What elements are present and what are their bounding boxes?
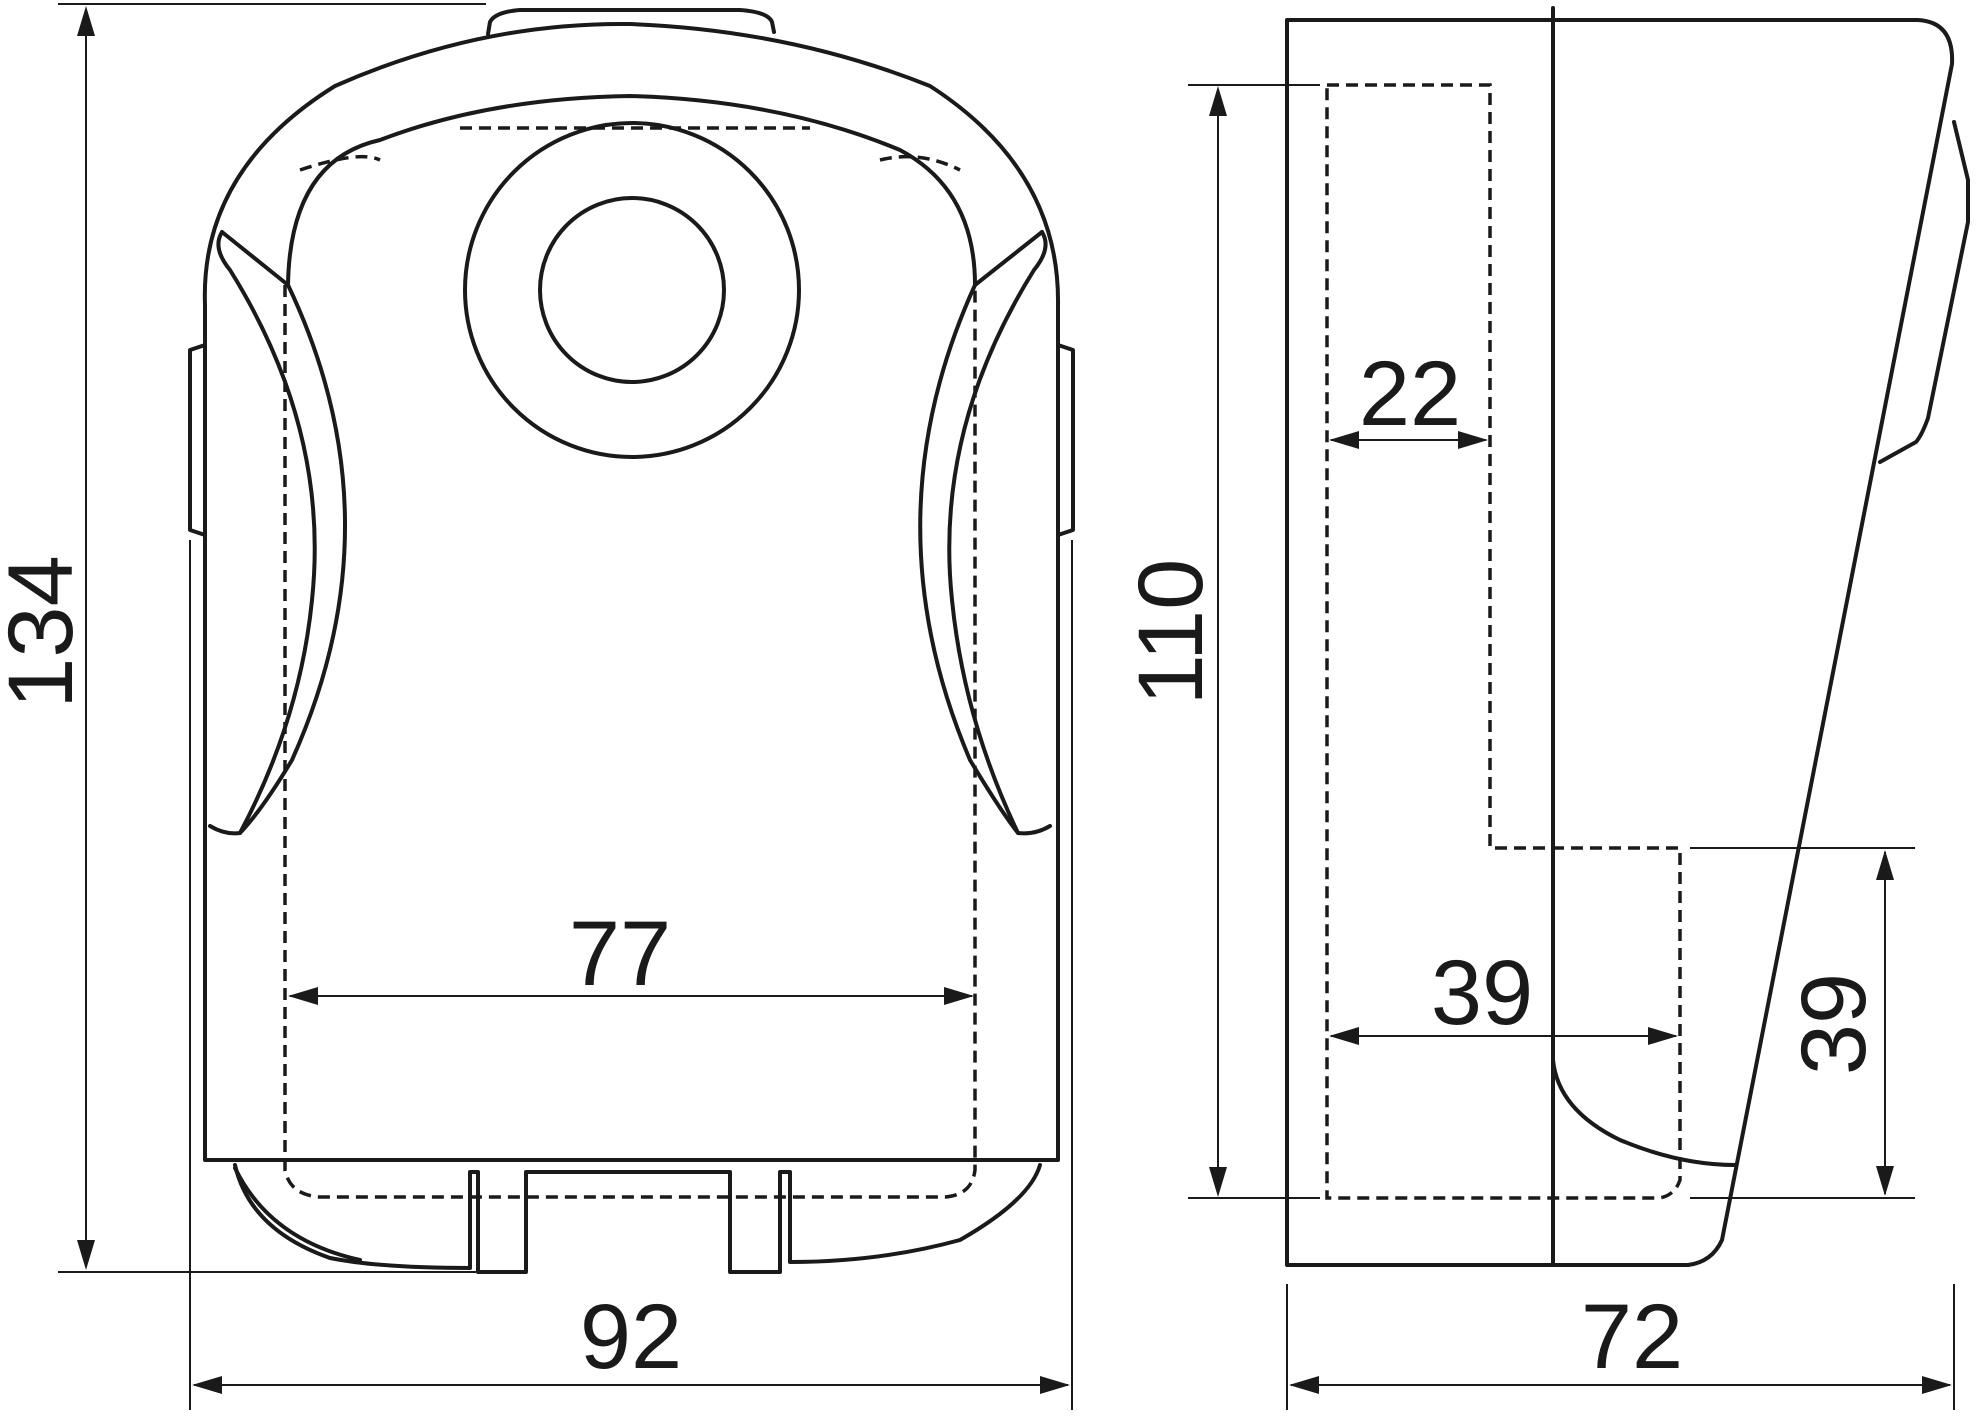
front-outer-outline bbox=[202, 21, 1061, 1162]
dim-side-depth: 72 bbox=[1286, 1284, 1955, 1410]
dim-cavity-height: 110 bbox=[1120, 84, 1320, 1199]
right-side-latch bbox=[1056, 343, 1075, 537]
right-grip-inner bbox=[947, 230, 1052, 836]
front-hidden-cavity bbox=[283, 285, 977, 1199]
dim-side-depth-label: 72 bbox=[1581, 1286, 1683, 1388]
dim-overall-width: 92 bbox=[189, 540, 1073, 1410]
side-view bbox=[1285, 6, 1970, 1267]
side-rear-bumper bbox=[1878, 120, 1970, 464]
side-hidden-cavity bbox=[1325, 83, 1682, 1200]
lock-cylinder-outer bbox=[463, 121, 801, 459]
dim-inner-width-label: 77 bbox=[569, 903, 671, 1005]
dim-step-width-label: 39 bbox=[1431, 942, 1533, 1044]
bottom-skirt bbox=[233, 1163, 1042, 1274]
side-outer-outline bbox=[1285, 18, 1955, 1267]
dim-overall-height-label: 134 bbox=[0, 555, 92, 709]
dim-overall-width-label: 92 bbox=[580, 1286, 682, 1388]
front-hidden-shoulder-left bbox=[299, 154, 381, 172]
front-view bbox=[188, 8, 1075, 1274]
top-tab bbox=[486, 8, 776, 36]
dim-overall-height: 134 bbox=[0, 3, 486, 1273]
right-grip-outer bbox=[918, 230, 1044, 835]
bottom-skirt-left-edge bbox=[233, 1166, 362, 1262]
dim-slot-width-label: 22 bbox=[1359, 343, 1461, 445]
dim-cavity-height-label: 110 bbox=[1120, 559, 1222, 706]
dim-step-width: 39 bbox=[1329, 942, 1678, 1045]
dim-slot-width: 22 bbox=[1329, 343, 1488, 449]
dim-inner-width: 77 bbox=[288, 903, 974, 1005]
lock-cylinder-inner bbox=[538, 196, 726, 384]
dim-step-height: 39 bbox=[1690, 847, 1915, 1199]
dim-step-height-label: 39 bbox=[1783, 973, 1885, 1075]
left-grip-inner bbox=[208, 230, 317, 836]
side-inner-curve bbox=[1551, 1058, 1737, 1167]
dimensions: 134 92 77 110 bbox=[0, 3, 1955, 1410]
left-grip-outer bbox=[220, 230, 347, 835]
front-hidden-shoulder-right bbox=[879, 154, 961, 172]
left-side-latch bbox=[188, 343, 207, 537]
